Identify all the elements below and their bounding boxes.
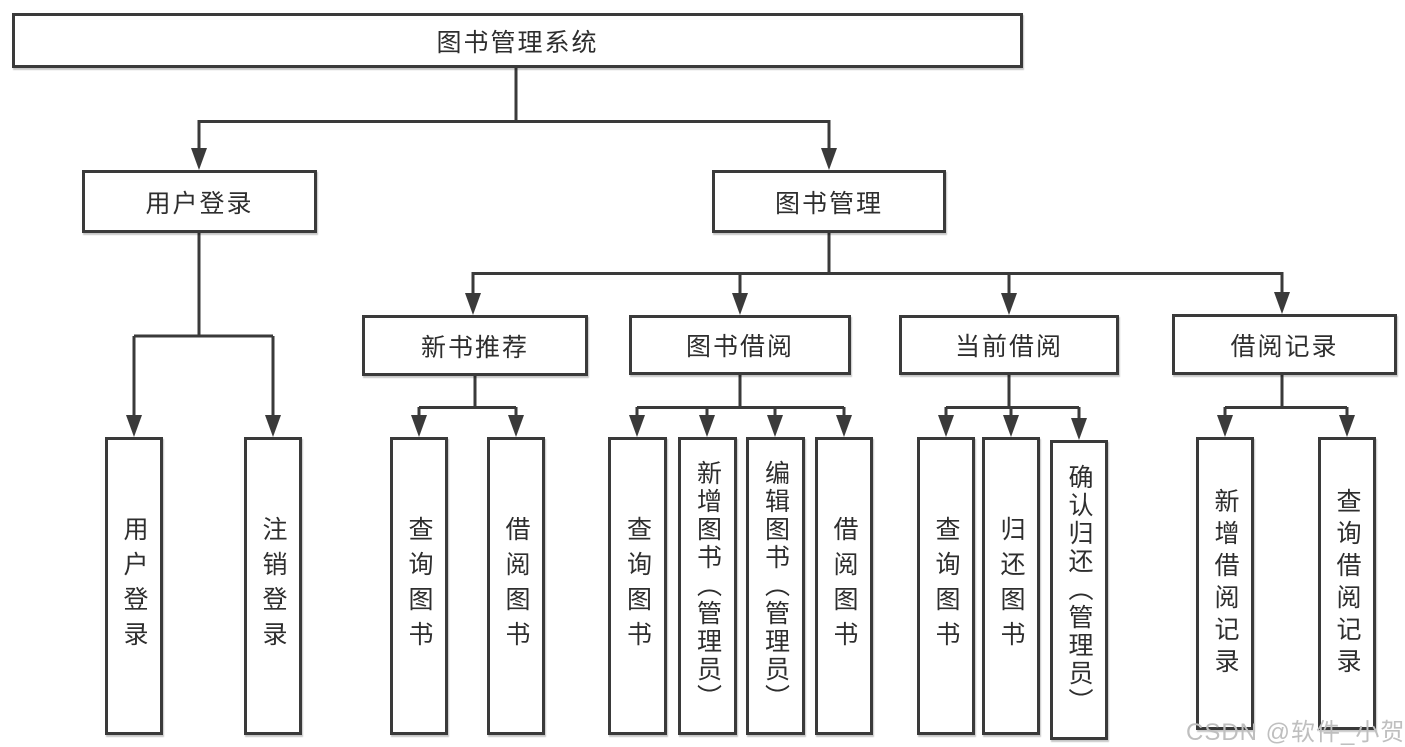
leaf-borrow-books: 借阅图书: [815, 437, 873, 735]
leaf-return-books: 归还图书: [982, 437, 1040, 735]
leaf-query-borrow-record: 查询借阅记录: [1318, 437, 1376, 730]
leaf-query-books-borrow: 查询图书: [608, 437, 667, 735]
csdn-watermark: CSDN @软件_小贺同学: [1186, 719, 1405, 746]
node-borrow-records: 借阅记录: [1172, 314, 1397, 375]
leaf-edit-books-admin: 编辑图书（管理员）: [746, 437, 805, 735]
leaf-query-books-current: 查询图书: [917, 437, 975, 735]
leaf-logout: 注销登录: [244, 437, 302, 735]
leaf-add-borrow-record: 新增借阅记录: [1196, 437, 1254, 730]
node-root: 图书管理系统: [12, 13, 1023, 68]
leaf-query-books-recommend: 查询图书: [390, 437, 448, 735]
node-user-login: 用户登录: [82, 170, 317, 233]
node-book-borrow: 图书借阅: [629, 315, 851, 375]
node-book-management: 图书管理: [712, 170, 946, 233]
node-new-book-recommend: 新书推荐: [362, 315, 588, 376]
leaf-user-login: 用户登录: [105, 437, 163, 735]
leaf-confirm-return-admin: 确认归还（管理员）: [1050, 440, 1108, 740]
node-current-borrow: 当前借阅: [899, 315, 1119, 375]
leaf-borrow-books-recommend: 借阅图书: [487, 437, 545, 735]
leaf-add-books-admin: 新增图书（管理员）: [678, 437, 737, 735]
